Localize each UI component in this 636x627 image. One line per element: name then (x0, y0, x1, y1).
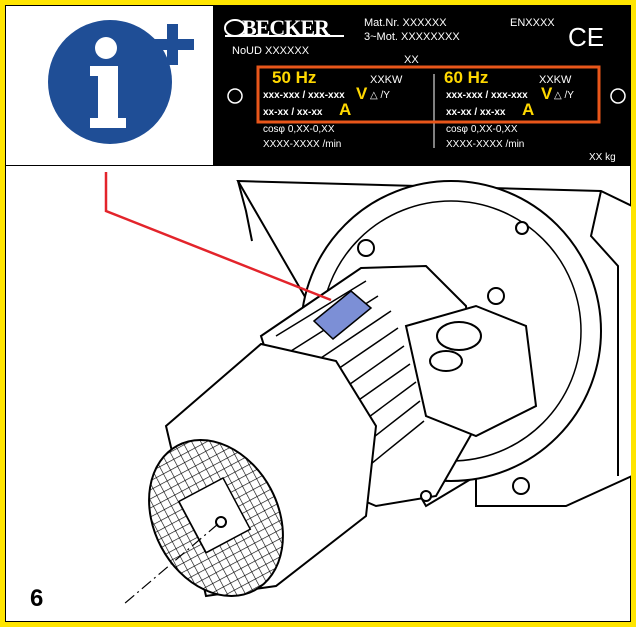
freq-60: 60 Hz (444, 68, 489, 87)
pump-flange (300, 180, 602, 495)
info-box (6, 6, 214, 166)
plate-graphics: CE (224, 19, 626, 148)
figure-inner: CE BECKER Mat.Nr. XXXXXX ENXXXX 3~Mot. X… (5, 5, 631, 622)
rpm-50: XXXX-XXXX /min (263, 139, 342, 150)
amp-unit-50: A (339, 100, 352, 119)
current-50: xx-xx / xx-xx (263, 107, 323, 118)
weight: XX kg (589, 152, 616, 163)
freq-50: 50 Hz (272, 68, 317, 87)
motor-type: 3~Mot. XXXXXXXX (364, 31, 460, 43)
connection-60: △ /Y (554, 90, 574, 101)
ce-mark-icon: CE (568, 22, 604, 52)
axis-line (123, 523, 219, 605)
callout-line (104, 172, 332, 302)
info-plus-icon (48, 20, 194, 144)
motor-nameplate (312, 290, 373, 340)
brand-name: BECKER (242, 15, 330, 40)
power-50: XXKW (370, 74, 403, 86)
amp-unit-60: A (522, 100, 535, 119)
volt-unit-50: V (356, 84, 368, 103)
current-60: xx-xx / xx-xx (446, 107, 506, 118)
noud-number: NoUD XXXXXX (232, 45, 310, 57)
rpm-60: XXXX-XXXX /min (446, 139, 525, 150)
en-number: ENXXXX (510, 17, 555, 29)
cos-60: cosφ 0,XX-0,XX (446, 124, 518, 135)
plus-vertical (167, 24, 178, 65)
becker-logo-icon (224, 19, 344, 37)
fan-cover (148, 342, 378, 598)
figure-number: 6 (30, 585, 44, 612)
volt-unit-60: V (541, 84, 553, 103)
svg-text:CE: CE (568, 22, 604, 52)
voltage-60: xxx-xxx / xxx-xxx (446, 90, 528, 101)
xx-code: XX (404, 54, 419, 66)
plate-hole-left (227, 88, 243, 104)
voltage-50: xxx-xxx / xxx-xxx (263, 90, 345, 101)
rating-plate: CE BECKER Mat.Nr. XXXXXX ENXXXX 3~Mot. X… (214, 6, 631, 166)
info-stem (90, 66, 126, 128)
plate-hole-right (610, 88, 626, 104)
power-60: XXKW (539, 74, 572, 86)
connection-50: △ /Y (370, 90, 390, 101)
mat-nr: Mat.Nr. XXXXXX (364, 17, 447, 29)
pump-housing (236, 179, 631, 508)
info-dot (95, 37, 117, 59)
motor-body (259, 264, 478, 508)
highlight-rectangle (256, 65, 601, 124)
terminal-box (404, 304, 538, 502)
cos-50: cosφ 0,XX-0,XX (263, 124, 335, 135)
